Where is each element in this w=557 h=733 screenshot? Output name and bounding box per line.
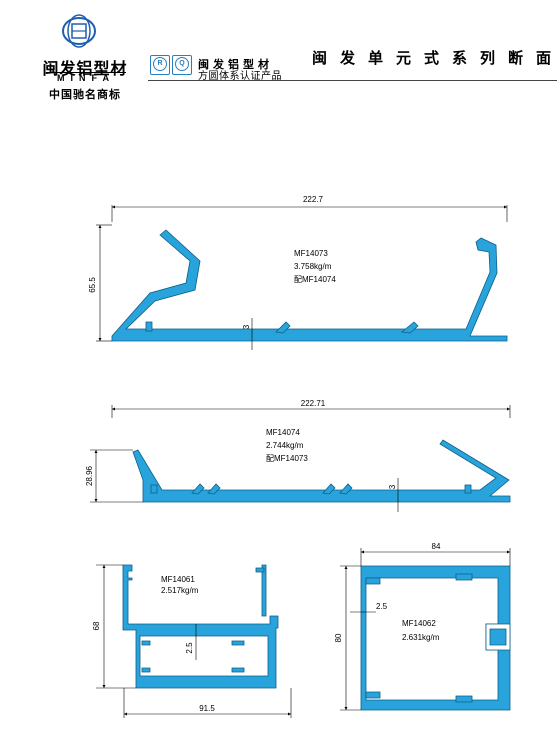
label-weight-mf14061: 2.517kg/m (161, 586, 199, 595)
profile-mf14074-shape (132, 439, 511, 503)
label-code-mf14062: MF14062 (402, 619, 436, 628)
profile-mf14073: 222.7 65.5 3 MF14073 3.758kg/m 配MF14074 (88, 195, 508, 350)
profile-mf14074: 222.71 28.96 3 MF14074 2.744kg/m 配MF1407… (85, 399, 511, 512)
dim-height-mf14074: 28.96 (85, 465, 94, 486)
dim-height-mf14061: 68 (92, 621, 101, 630)
cert-badge-q-icon: Q (172, 55, 192, 75)
cert-text: 方圆体系认证产品 (198, 71, 282, 82)
brand-latin: MINFA (57, 73, 115, 83)
dim-wall-mf14074: 3 (388, 484, 397, 489)
cert-brand: 闽发铝型材 (198, 58, 273, 71)
brand-name: 闽发铝型材 (42, 59, 128, 78)
label-weight-mf14074: 2.744kg/m (266, 441, 304, 450)
profile-mf14061-shape (122, 564, 279, 689)
dim-width-mf14061: 91.5 (199, 704, 215, 713)
label-weight-mf14073: 3.758kg/m (294, 262, 332, 271)
profile-mf14062-shape (360, 565, 511, 711)
dim-width-mf14073: 222.7 (303, 195, 324, 204)
profile-mf14062: 84 80 2.5 MF14062 2.631kg/m (334, 542, 511, 711)
label-code-mf14074: MF14074 (266, 428, 300, 437)
dim-wall-mf14061: 2.5 (185, 642, 194, 654)
label-weight-mf14062: 2.631kg/m (402, 633, 440, 642)
dim-height-mf14062: 80 (334, 633, 343, 642)
brand-divider (46, 72, 126, 73)
profile-mf14061: 68 91.5 2.5 MF14061 2.517kg/m (92, 564, 292, 718)
dim-wall-mf14073: 3 (242, 324, 251, 329)
dim-wall-mf14062: 2.5 (376, 602, 388, 611)
dim-width-mf14062: 84 (432, 542, 441, 551)
cert-badge-r-icon: R (150, 55, 170, 75)
page-title: 闽发单元式系列断面 (312, 49, 557, 67)
dim-height-mf14073: 65.5 (88, 277, 97, 293)
brand-slogan: 中国驰名商标 (49, 89, 121, 101)
label-pair-mf14073: 配MF14074 (294, 275, 336, 284)
label-code-mf14061: MF14061 (161, 575, 195, 584)
minfa-logo (62, 14, 96, 48)
profile-mf14073-shape (111, 229, 508, 342)
header-rule (148, 80, 557, 81)
label-pair-mf14074: 配MF14073 (266, 454, 308, 463)
label-code-mf14073: MF14073 (294, 249, 328, 258)
dim-width-mf14074: 222.71 (301, 399, 326, 408)
